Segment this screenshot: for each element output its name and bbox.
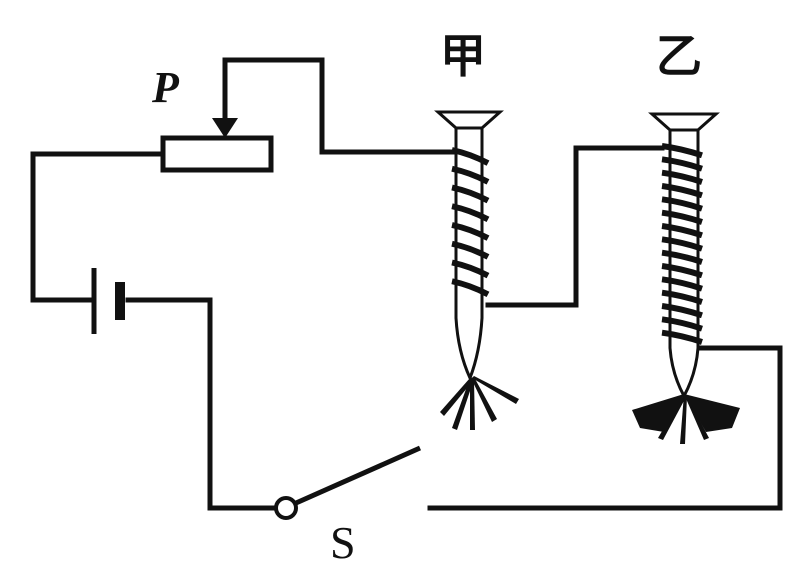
pin-a-4 — [471, 377, 497, 422]
coil-b-winding — [661, 223, 703, 239]
coil-a-winding — [451, 184, 490, 204]
nail-b-shank — [668, 128, 700, 400]
battery — [91, 268, 125, 334]
coil-b-winding — [661, 236, 703, 252]
coil-b-winding — [661, 303, 703, 319]
coil-b-winding — [661, 169, 703, 185]
pin-b-1 — [658, 394, 686, 440]
pins-a — [440, 376, 519, 430]
rheostat[interactable]: P — [151, 63, 274, 173]
coil-b-winding — [661, 183, 703, 199]
label-p: P — [151, 63, 180, 112]
rheostat-body — [160, 135, 274, 173]
electromagnet-a: 甲 — [434, 29, 519, 430]
wire-battery-to-switch — [125, 297, 279, 511]
coil-a-winding — [451, 222, 490, 241]
coil-b — [661, 143, 703, 345]
slider-arrow-icon[interactable] — [212, 118, 238, 138]
wire-slider-to-coil-a — [222, 57, 455, 155]
coil-b-winding — [661, 289, 703, 305]
electromagnet-b: 乙 — [632, 29, 740, 444]
wire-coil-a-to-coil-b — [485, 145, 665, 308]
coil-b-winding — [661, 329, 703, 345]
coil-b-winding — [661, 316, 703, 332]
nail-a-head — [434, 110, 504, 130]
pin-b-fan-left — [632, 394, 684, 432]
switch[interactable]: S — [274, 445, 422, 562]
wire-rheostat-to-battery — [30, 151, 166, 303]
pin-a-3 — [470, 378, 475, 430]
coil-a-winding — [451, 165, 490, 185]
coil-a-winding — [451, 240, 490, 260]
coil-b-winding — [661, 263, 703, 279]
coil-b-winding — [661, 143, 703, 159]
switch-blade[interactable] — [294, 445, 422, 506]
wires — [30, 57, 783, 511]
pin-a-2 — [452, 378, 473, 430]
coil-a-winding — [451, 147, 490, 166]
pin-b-2 — [680, 394, 687, 444]
pins-b — [632, 394, 740, 444]
coil-a-winding — [451, 278, 490, 298]
coil-b-winding — [661, 196, 703, 212]
coil-a-winding — [451, 259, 490, 279]
coil-b-winding — [661, 276, 703, 292]
pin-b-fan-right — [684, 394, 740, 432]
coil-a-winding — [451, 203, 490, 223]
pin-b-3 — [684, 394, 709, 440]
label-yi: 乙 — [656, 29, 702, 83]
pin-a-5 — [472, 376, 519, 404]
coil-b-winding — [661, 249, 703, 265]
label-s: S — [330, 517, 356, 562]
pin-a-1 — [440, 378, 472, 416]
wire-coil-b-to-switch — [427, 345, 783, 511]
coil-b-winding — [661, 156, 703, 172]
coil-b-winding — [661, 209, 703, 225]
nail-b-head — [648, 112, 720, 132]
switch-pivot — [274, 496, 298, 520]
coil-a — [451, 147, 490, 298]
label-jia: 甲 — [440, 29, 486, 83]
